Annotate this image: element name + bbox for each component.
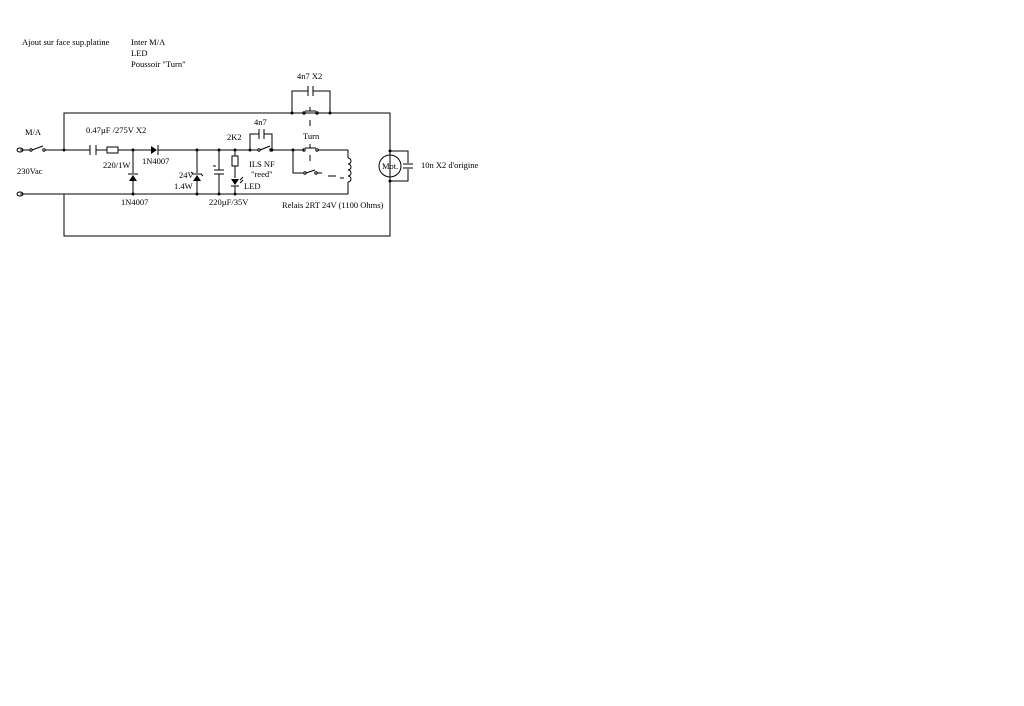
diode-series — [151, 145, 159, 155]
label-resistor-220: 220/1W — [103, 160, 130, 170]
label-motor: Mot. — [382, 161, 398, 171]
label-cap-4n7: 4n7 — [254, 117, 267, 127]
label-cap-electrolytic: 220µF/35V — [209, 197, 249, 207]
note-item-button: Poussoir "Turn" — [131, 59, 186, 69]
notes-block: Ajout sur face sup.platine Inter M/A LED… — [22, 37, 186, 69]
label-diode-shunt: 1N4007 — [121, 197, 148, 207]
motor — [378, 113, 413, 236]
mains-terminals — [16, 147, 24, 197]
component-labels: M/A 230Vac 0.47µF /275V X2 220/1W 1N4007… — [17, 71, 478, 210]
capacitor-electrolytic — [213, 150, 224, 194]
led-branch — [231, 150, 244, 194]
label-relay: Relais 2RT 24V (1100 Ohms) — [282, 200, 384, 210]
reed-switch — [249, 129, 273, 152]
label-cap-10n: 10n X2 d'origine — [421, 160, 478, 170]
label-cap-x2: 0.47µF /275V X2 — [86, 125, 146, 135]
zener-diode — [190, 150, 204, 194]
label-mains: 230Vac — [17, 166, 43, 176]
label-reed-switch-alias: "reed" — [251, 169, 273, 179]
turn-button-top — [291, 86, 331, 115]
label-zener-power: 1.4W — [174, 181, 193, 191]
label-zener-voltage: 24V — [179, 170, 195, 180]
note-item-led: LED — [131, 48, 148, 58]
label-turn: Turn — [303, 131, 320, 141]
diode-shunt — [128, 150, 138, 194]
label-ma: M/A — [25, 127, 42, 137]
capacitor-x2 — [89, 145, 97, 155]
label-reed-switch: ILS NF — [249, 159, 275, 169]
note-item-switch: Inter M/A — [131, 37, 166, 47]
resistor-220 — [106, 146, 119, 154]
label-resistor-2k2: 2K2 — [227, 132, 242, 142]
notes-heading: Ajout sur face sup.platine — [22, 37, 110, 47]
switch-ma — [29, 145, 46, 152]
turn-button-relay — [292, 120, 336, 177]
junctions — [62, 111, 392, 196]
label-cap-4n7-x2: 4n7 X2 — [297, 71, 322, 81]
label-diode-series: 1N4007 — [142, 156, 169, 166]
wiring — [20, 112, 391, 237]
relay-coil — [340, 150, 352, 194]
label-led: LED — [244, 181, 261, 191]
